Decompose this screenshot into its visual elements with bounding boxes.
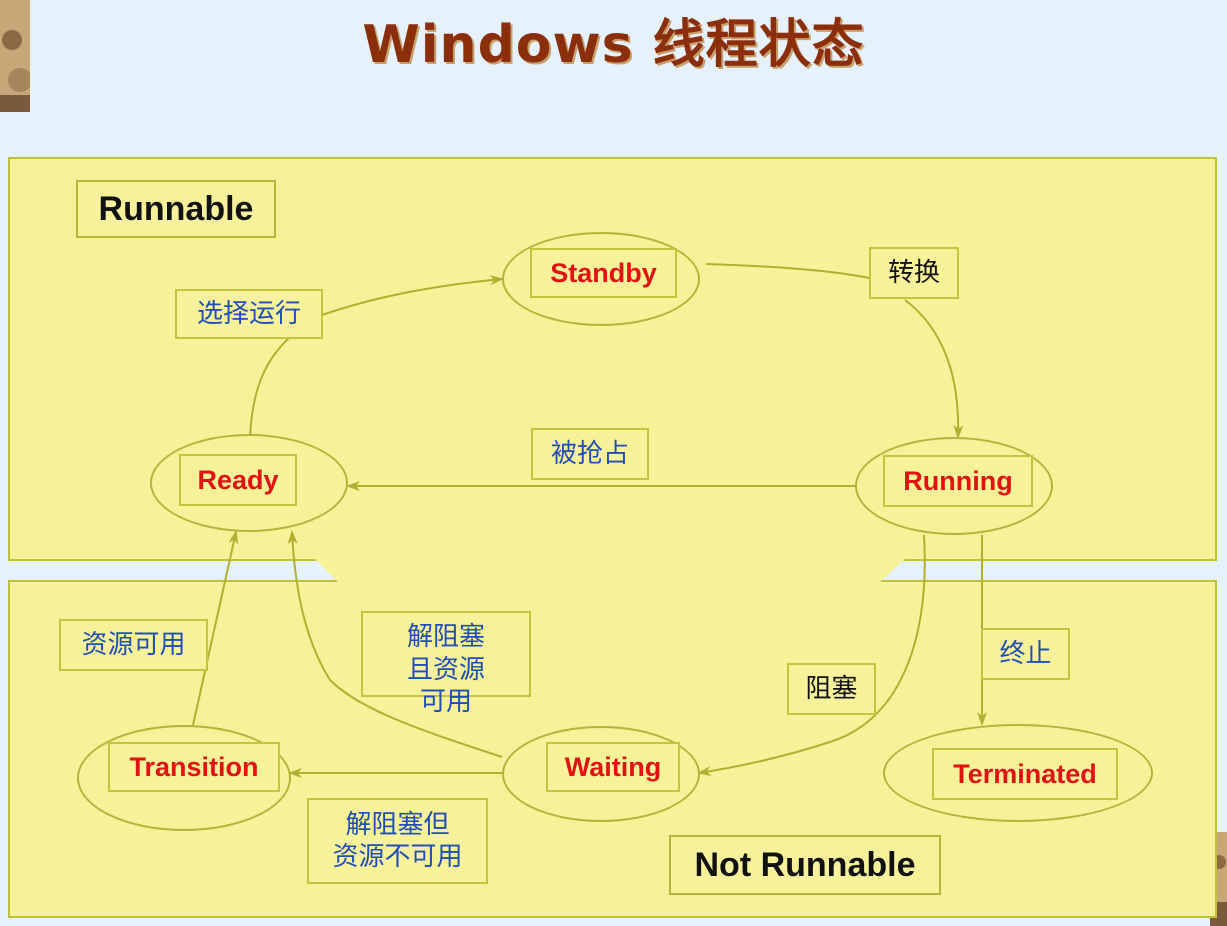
not-runnable-label: Not Runnable (669, 835, 941, 895)
waiting-state: Waiting (546, 742, 680, 792)
edge-switch-to-running (904, 299, 964, 439)
running-state: Running (883, 455, 1033, 507)
unblock-no-resource-label: 解阻塞但 资源不可用 (307, 798, 488, 884)
terminated-state: Terminated (932, 748, 1118, 800)
edge-running-to-waiting (697, 534, 926, 777)
edge-ready-to-select (249, 336, 291, 439)
switch-label: 转换 (869, 247, 959, 299)
select-run-label: 选择运行 (175, 289, 323, 339)
runnable-label: Runnable (76, 180, 276, 238)
edge-standby-to-switch (705, 263, 870, 279)
edge-transition-to-ready (192, 530, 239, 726)
unblock-line-3: 可用 (419, 687, 472, 717)
slide-title: Windows 线程状态 (362, 15, 865, 75)
transition-state: Transition (108, 742, 280, 792)
unblock-line-1: 解阻塞 (406, 622, 485, 652)
unblock-no-res-line-2: 资源不可用 (332, 842, 463, 872)
blocked-label: 阻塞 (787, 663, 876, 715)
edge-waiting-to-ready (287, 530, 503, 758)
terminate-label: 终止 (981, 628, 1070, 680)
ready-state: Ready (179, 454, 297, 506)
edge-select-to-standby (321, 275, 504, 316)
standby-state: Standby (530, 248, 677, 298)
decorative-corner-image-top-left (0, 0, 30, 112)
unblock-no-res-line-1: 解阻塞但 (345, 809, 450, 840)
preempted-label: 被抢占 (531, 428, 649, 480)
resource-available-label: 资源可用 (59, 619, 208, 671)
unblock-resource-available-label: 解阻塞 且资源 可用 (361, 611, 531, 717)
unblock-line-2: 且资源 (406, 654, 485, 685)
